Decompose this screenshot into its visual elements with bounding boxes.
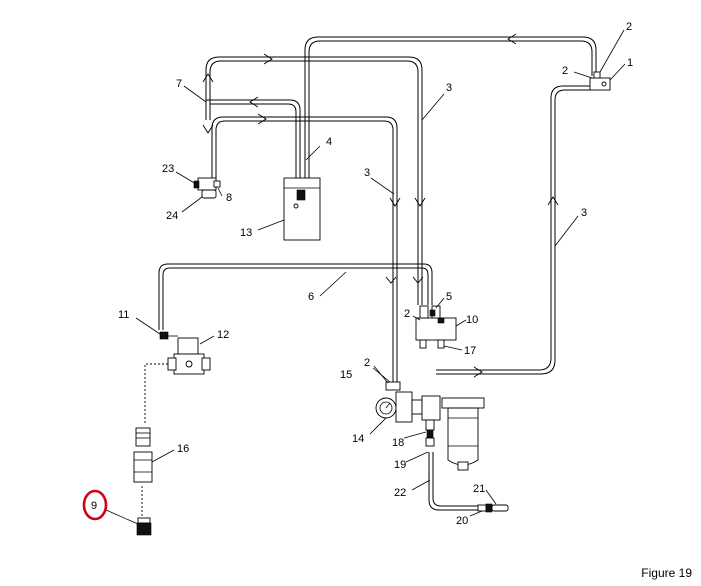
filter-bowl	[441, 397, 485, 471]
callout-17: 17	[464, 345, 476, 357]
callout-15: 15	[340, 369, 352, 381]
highlight-ring	[82, 489, 108, 521]
callout-6: 6	[308, 291, 314, 303]
fitting-9	[136, 517, 152, 536]
callout-2-valve: 2	[562, 65, 568, 77]
manifold-10	[415, 305, 457, 349]
callout-2-top: 2	[626, 21, 632, 33]
callout-22: 22	[394, 487, 406, 499]
callout-18: 18	[392, 437, 404, 449]
callout-3-right: 3	[581, 207, 587, 219]
regulator-14	[375, 381, 441, 447]
callout-11: 11	[118, 309, 129, 321]
callout-4: 4	[326, 136, 332, 148]
callout-23: 23	[162, 163, 174, 175]
valve-1	[589, 71, 611, 91]
callout-3-middle: 3	[364, 167, 370, 179]
drain-valve-20	[477, 503, 509, 513]
callout-20: 20	[456, 515, 468, 527]
callout-2-manifold: 2	[404, 308, 410, 320]
flow-arrows	[202, 33, 559, 378]
figure-caption: Figure 19	[641, 566, 692, 580]
coupling-16	[133, 427, 153, 483]
callout-19: 19	[394, 459, 406, 471]
callout-24: 24	[166, 210, 178, 222]
callout-5: 5	[446, 291, 452, 303]
callout-16: 16	[177, 443, 189, 455]
callout-9: 9	[91, 500, 97, 512]
callout-10: 10	[466, 314, 478, 326]
callout-12: 12	[217, 329, 229, 341]
tank-13	[283, 177, 321, 241]
callout-13: 13	[240, 227, 252, 239]
callout-labels: 2 2 1 3 3 3 4 7 23 8 24 13 6 5 2 10 17 1…	[118, 21, 633, 527]
tube-lines	[158, 36, 597, 511]
callout-21: 21	[473, 483, 485, 495]
callout-7: 7	[176, 78, 182, 90]
callout-14: 14	[352, 433, 364, 445]
valve-12	[159, 331, 211, 375]
callout-3-upper: 3	[446, 82, 452, 94]
callout-2-regulator: 2	[364, 357, 370, 369]
callout-8: 8	[226, 192, 232, 204]
leader-lines	[105, 29, 626, 525]
callout-1: 1	[627, 57, 633, 69]
fitting-8	[193, 177, 221, 199]
callout-9-highlight: 9	[82, 489, 108, 521]
